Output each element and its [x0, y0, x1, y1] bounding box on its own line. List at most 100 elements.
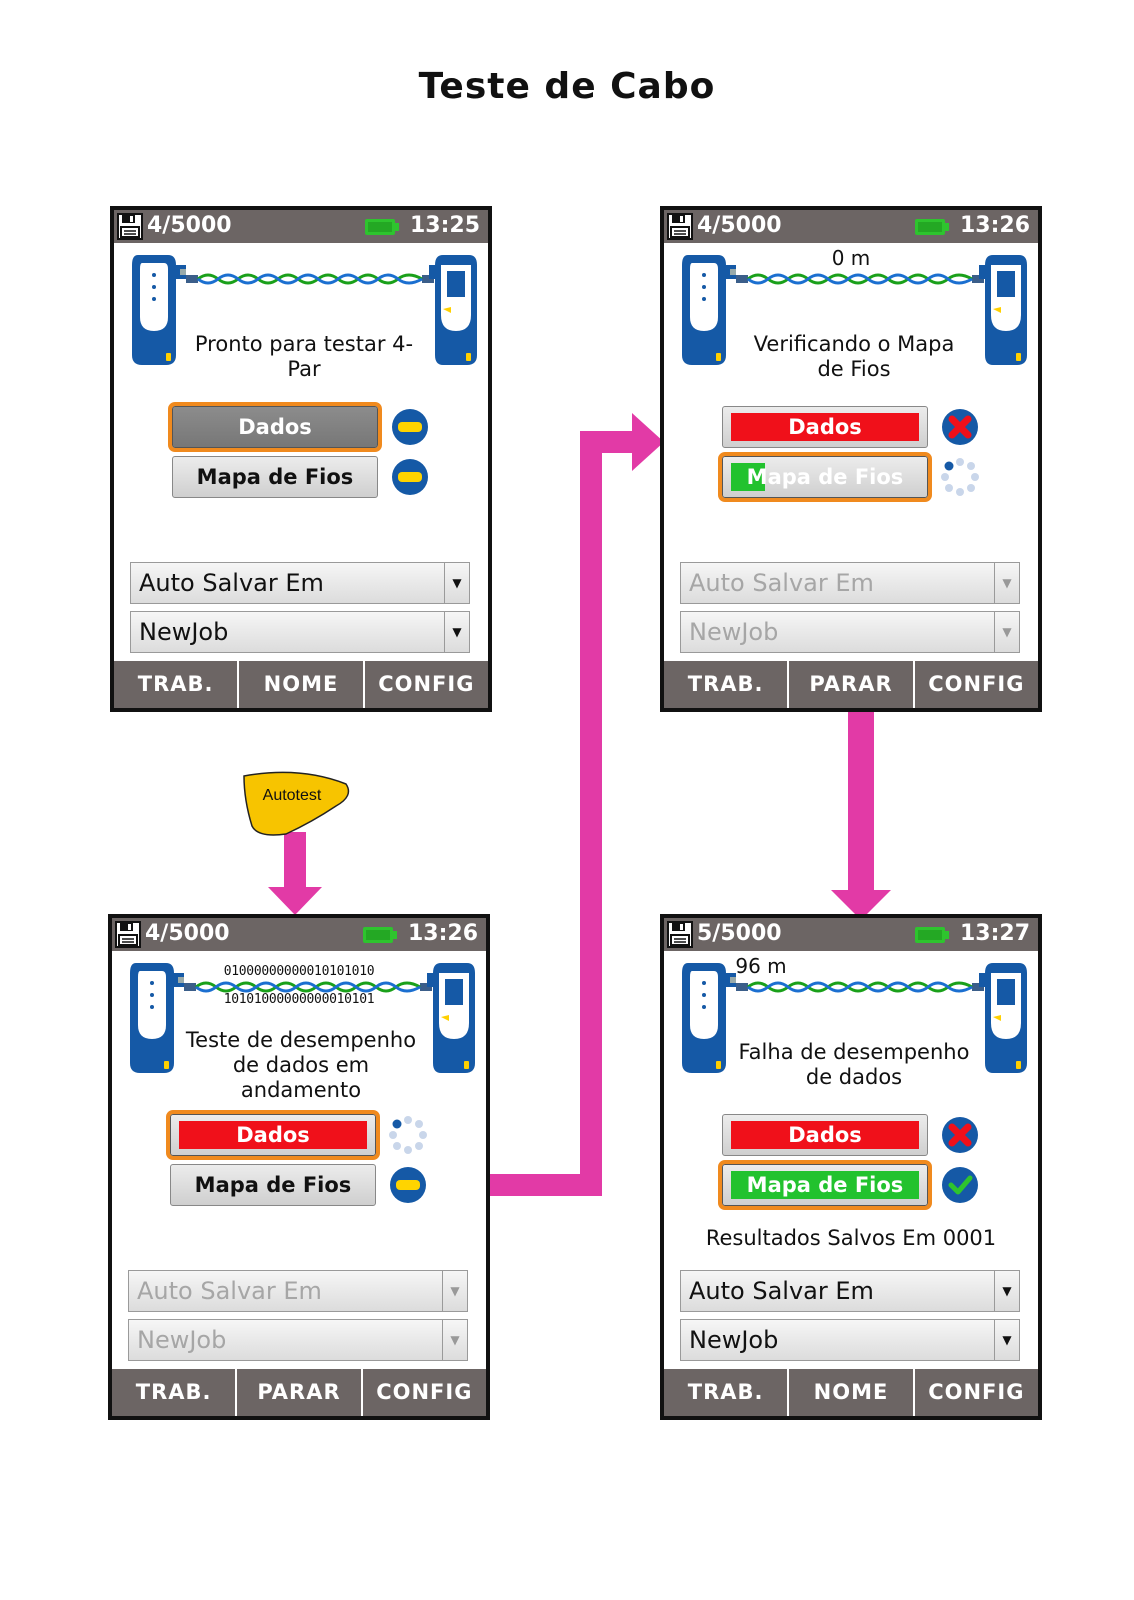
chevron-down-icon: ▼	[444, 563, 469, 603]
wiremap-test-button[interactable]: Mapa de Fios	[718, 452, 932, 502]
record-count: 4/5000	[147, 213, 232, 238]
not-tested-icon	[391, 408, 429, 446]
record-count: 4/5000	[145, 921, 230, 946]
softkey-bar: TRAB. PARAR CONFIG	[664, 661, 1038, 708]
status-bar: 4/5000 13:26	[112, 918, 486, 951]
softkey-config[interactable]: CONFIG	[912, 1369, 1038, 1416]
remote-tester-icon	[979, 251, 1029, 367]
chevron-down-icon: ▼	[444, 612, 469, 652]
elbow-arrow-bottom	[490, 1174, 602, 1196]
wiremap-test-button[interactable]: Mapa de Fios	[172, 456, 378, 498]
softkey-trab[interactable]: TRAB.	[687, 1380, 764, 1404]
spinner-icon	[941, 458, 979, 496]
battery-icon	[365, 219, 399, 235]
page-title: Teste de Cabo	[418, 66, 716, 107]
chevron-down-icon: ▼	[994, 612, 1019, 652]
screen-ready: 4/5000 13:25 Pronto para testar 4- Par D…	[110, 206, 492, 712]
screen-data-test-running: 4/5000 13:26 01000000000010101010 101010…	[108, 914, 490, 1420]
softkey-config[interactable]: CONFIG	[362, 661, 488, 708]
result-arrow-head	[831, 890, 891, 920]
save-icon	[117, 213, 143, 240]
cable-icon	[186, 266, 434, 292]
chevron-down-icon: ▼	[442, 1271, 467, 1311]
elbow-arrow-head	[632, 413, 664, 471]
clock: 13:25	[409, 213, 480, 238]
save-icon	[667, 213, 693, 240]
autotest-arrow-shaft	[284, 832, 306, 887]
record-count: 5/5000	[697, 921, 782, 946]
softkey-config[interactable]: CONFIG	[360, 1369, 486, 1416]
cable-icon	[736, 974, 984, 1000]
autosave-dropdown: Auto Salvar Em▼	[128, 1270, 468, 1312]
softkey-config[interactable]: CONFIG	[912, 661, 1038, 708]
screen-wiremap-checking: 4/5000 13:26 0 m Verificando o Mapa de F…	[660, 206, 1042, 712]
fail-icon	[941, 408, 979, 446]
wiremap-test-button[interactable]: Mapa de Fios	[718, 1160, 932, 1210]
chevron-down-icon: ▼	[994, 1271, 1019, 1311]
spinner-icon	[389, 1116, 427, 1154]
screen-results: 5/5000 13:27 96 m Falha de desempenho de…	[660, 914, 1042, 1420]
autosave-dropdown: Auto Salvar Em▼	[680, 562, 1020, 604]
job-dropdown[interactable]: NewJob▼	[130, 611, 470, 653]
status-message: Verificando o Mapa de Fios	[753, 332, 955, 381]
autosave-dropdown[interactable]: Auto Salvar Em▼	[680, 1270, 1020, 1312]
status-bar: 5/5000 13:27	[664, 918, 1038, 951]
remote-tester-icon	[429, 251, 479, 367]
clock: 13:26	[407, 921, 478, 946]
fail-icon	[941, 1116, 979, 1154]
wiremap-test-button[interactable]: Mapa de Fios	[170, 1164, 376, 1206]
data-test-button[interactable]: Dados	[166, 1110, 380, 1160]
cable-length: 0 m	[831, 246, 871, 270]
status-message: Teste de desempenho de dados em andament…	[185, 1028, 417, 1102]
chevron-down-icon: ▼	[442, 1320, 467, 1360]
elbow-arrow-top	[580, 431, 632, 453]
pass-icon	[941, 1166, 979, 1204]
softkey-trab[interactable]: TRAB.	[687, 672, 764, 696]
status-bar: 4/5000 13:26	[664, 210, 1038, 243]
clock: 13:27	[959, 921, 1030, 946]
status-message: Pronto para testar 4- Par	[194, 332, 414, 381]
job-dropdown: NewJob▼	[128, 1319, 468, 1361]
remote-tester-icon	[427, 959, 477, 1075]
autosave-dropdown[interactable]: Auto Salvar Em▼	[130, 562, 470, 604]
softkey-trab[interactable]: TRAB.	[137, 672, 214, 696]
data-test-button[interactable]: Dados	[168, 402, 382, 452]
softkey-nome[interactable]: NOME	[237, 661, 362, 708]
job-dropdown[interactable]: NewJob▼	[680, 1319, 1020, 1361]
data-test-button[interactable]: Dados	[722, 406, 928, 448]
softkey-bar: TRAB. PARAR CONFIG	[112, 1369, 486, 1416]
cable-icon	[736, 266, 984, 292]
autotest-arrow-head	[268, 887, 322, 915]
softkey-bar: TRAB. NOME CONFIG	[114, 661, 488, 708]
cable-length: 96 m	[735, 954, 787, 978]
job-dropdown: NewJob▼	[680, 611, 1020, 653]
softkey-bar: TRAB. NOME CONFIG	[664, 1369, 1038, 1416]
record-count: 4/5000	[697, 213, 782, 238]
softkey-parar[interactable]: PARAR	[235, 1369, 360, 1416]
chevron-down-icon: ▼	[994, 1320, 1019, 1360]
bit-stream-bottom: 10101000000000010101	[223, 992, 375, 1007]
status-message: Falha de desempenho de dados	[738, 1040, 970, 1089]
clock: 13:26	[959, 213, 1030, 238]
autotest-button-label[interactable]: Autotest	[262, 787, 322, 804]
softkey-trab[interactable]: TRAB.	[135, 1380, 212, 1404]
elbow-arrow-vertical	[580, 431, 602, 1196]
battery-icon	[363, 927, 397, 943]
chevron-down-icon: ▼	[994, 563, 1019, 603]
saved-results-message: Resultados Salvos Em 0001	[705, 1226, 997, 1250]
save-icon	[115, 921, 141, 948]
save-icon	[667, 921, 693, 948]
bit-stream-top: 01000000000010101010	[223, 964, 375, 979]
softkey-parar[interactable]: PARAR	[787, 661, 912, 708]
status-bar: 4/5000 13:25	[114, 210, 488, 243]
autotest-button-shape	[243, 771, 350, 836]
softkey-nome[interactable]: NOME	[787, 1369, 912, 1416]
data-test-button[interactable]: Dados	[722, 1114, 928, 1156]
not-tested-icon	[389, 1166, 427, 1204]
remote-tester-icon	[979, 959, 1029, 1075]
battery-icon	[915, 219, 949, 235]
not-tested-icon	[391, 458, 429, 496]
result-arrow-shaft	[848, 712, 874, 890]
battery-icon	[915, 927, 949, 943]
